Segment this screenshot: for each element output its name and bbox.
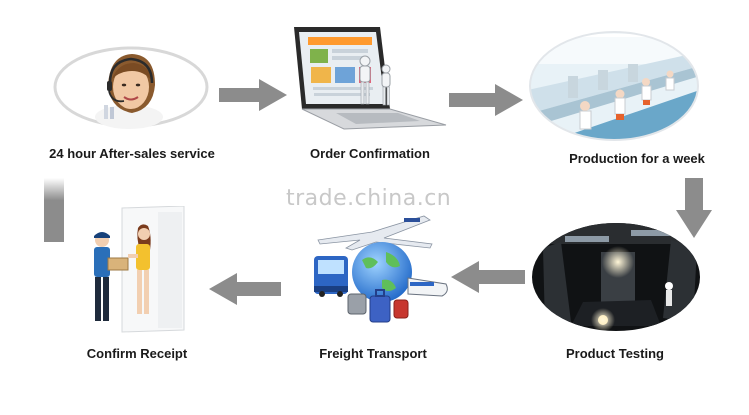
- arrow-left-icon: [209, 273, 281, 305]
- flow-arrow-edge: [40, 178, 68, 244]
- delivery-handover-icon: [94, 206, 185, 333]
- step-label-testing: Product Testing: [566, 346, 664, 361]
- globe-transport-icon: [314, 215, 448, 323]
- watermark: trade.china.cn: [286, 186, 452, 211]
- production-step-image: [528, 30, 700, 142]
- flow-arrow-right: [449, 84, 525, 116]
- arrow-right-icon: [219, 79, 287, 111]
- freight-step-image: [312, 200, 452, 330]
- step-label-freight: Freight Transport: [319, 346, 427, 361]
- receipt-step-image: [80, 206, 190, 336]
- order-step-image: [286, 25, 450, 133]
- step-label-order: Order Confirmation: [310, 146, 430, 161]
- arrow-left-icon: [451, 261, 525, 293]
- support-step-image: [52, 45, 210, 129]
- laptop-icon: [294, 27, 447, 130]
- arrow-down-icon: [676, 178, 712, 238]
- testing-step-image: [531, 222, 701, 332]
- flow-arrow-down: [676, 178, 712, 240]
- arrow-right-icon: [449, 84, 523, 116]
- test-lab-icon: [532, 223, 700, 331]
- step-label-support: 24 hour After-sales service: [49, 146, 215, 161]
- arrow-fragment-icon: [44, 178, 64, 242]
- flow-arrow-left: [207, 273, 281, 305]
- headset-agent-icon: [53, 46, 209, 129]
- step-label-production: Production for a week: [569, 151, 705, 166]
- factory-line-icon: [529, 31, 699, 141]
- step-label-receipt: Confirm Receipt: [86, 346, 188, 361]
- flow-arrow-left: [449, 261, 525, 293]
- flow-arrow-right: [219, 79, 289, 111]
